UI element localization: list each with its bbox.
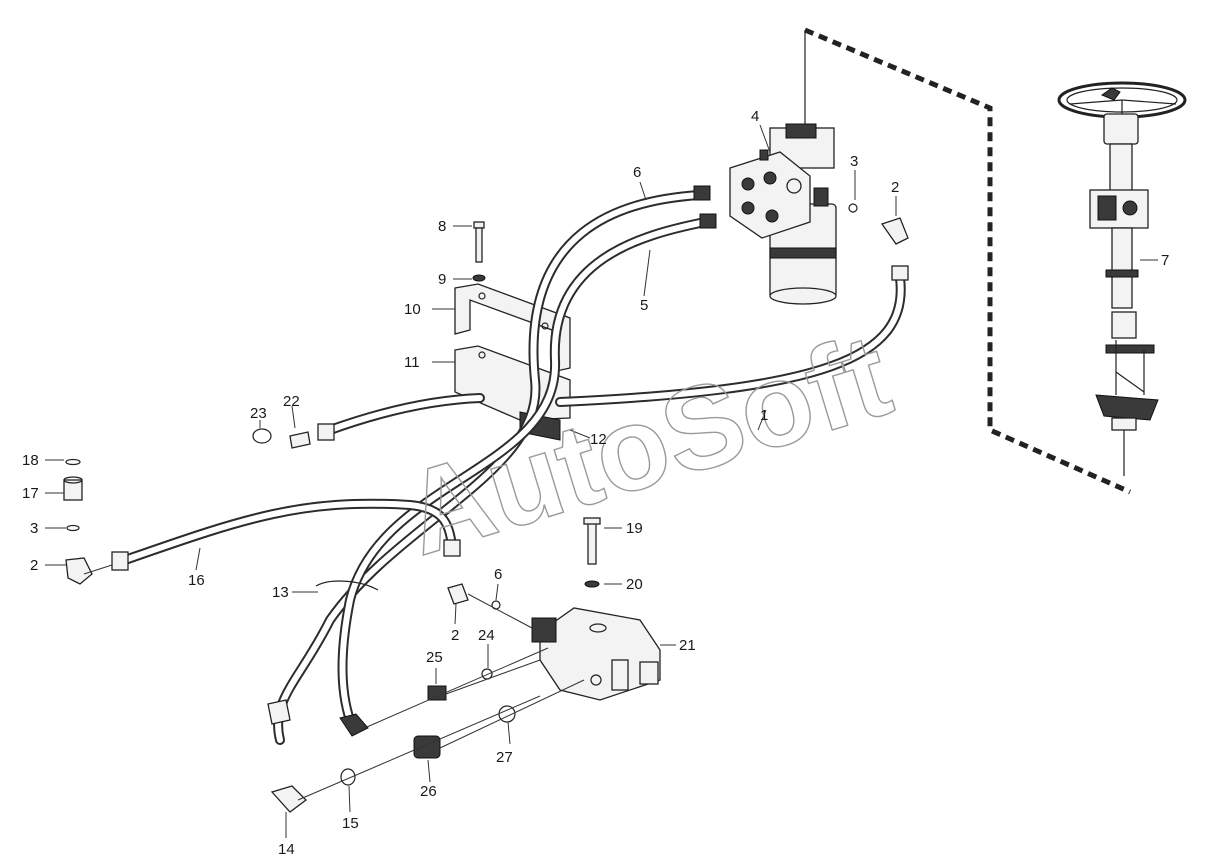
bolt-and-washer-8-9 (472, 221, 486, 282)
callout-6-b: 6 (494, 566, 502, 583)
priority-valve (531, 607, 661, 701)
steering-column-assembly (1057, 81, 1187, 476)
leader-lines (45, 124, 1158, 838)
hydraulic-hoses (120, 190, 906, 745)
callout-26: 26 (420, 783, 437, 800)
callout-3-a: 3 (850, 153, 858, 170)
callout-labels: 1 2 2 2 3 3 4 5 6 6 7 8 9 10 11 12 13 14… (22, 108, 1169, 858)
callout-14: 14 (278, 841, 295, 858)
callout-2-c: 2 (451, 627, 459, 644)
callout-2-a: 2 (891, 179, 899, 196)
callout-10: 10 (404, 301, 421, 318)
callout-6-a: 6 (633, 164, 641, 181)
callout-12: 12 (590, 431, 607, 448)
callout-27: 27 (496, 749, 513, 766)
callout-1: 1 (760, 407, 768, 424)
callout-13: 13 (272, 584, 289, 601)
callout-23: 23 (250, 405, 267, 422)
callout-9: 9 (438, 271, 446, 288)
callout-5: 5 (640, 297, 648, 314)
boundary-dashed-frame (804, 27, 1132, 495)
callout-18: 18 (22, 452, 39, 469)
callout-17: 17 (22, 485, 39, 502)
callout-25: 25 (426, 649, 443, 666)
steering-control-unit (729, 123, 837, 305)
callout-8: 8 (438, 218, 446, 235)
callout-3-b: 3 (30, 520, 38, 537)
callout-20: 20 (626, 576, 643, 593)
callout-19: 19 (626, 520, 643, 537)
callout-24: 24 (478, 627, 495, 644)
callout-15: 15 (342, 815, 359, 832)
callout-22: 22 (283, 393, 300, 410)
callout-16: 16 (188, 572, 205, 589)
callout-11: 11 (404, 354, 420, 371)
callout-4: 4 (751, 108, 759, 125)
callout-7: 7 (1161, 252, 1169, 269)
callout-2-b: 2 (30, 557, 38, 574)
hose-fittings (63, 185, 909, 813)
callout-21: 21 (679, 637, 696, 654)
